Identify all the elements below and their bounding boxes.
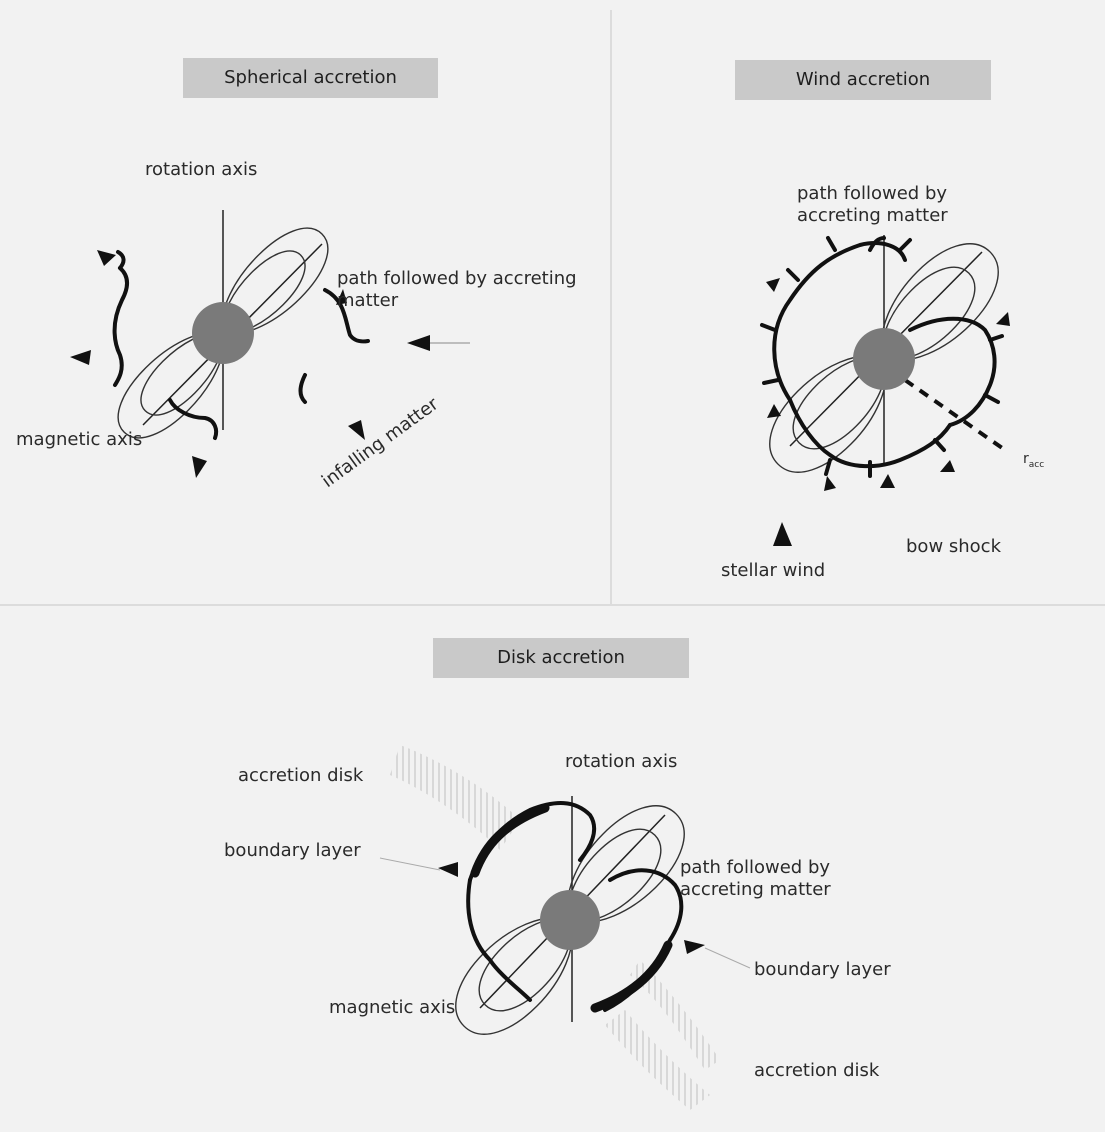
disk-star [540, 890, 600, 950]
disk-boundary-layer-right-label: boundary layer [754, 959, 891, 981]
disk-boundary-pointer-left [380, 858, 440, 870]
disk-boundary-pointer-right [705, 948, 750, 968]
disk-path-label: path followed by accreting matter [680, 857, 850, 901]
disk-arrow-right [684, 940, 705, 954]
disk-boundary-layer-left-label: boundary layer [224, 840, 361, 862]
disk-magnetic-axis-label: magnetic axis [329, 997, 455, 1019]
disk-arrow-left [438, 862, 458, 877]
disk-accretion-disk-top-label: accretion disk [238, 765, 363, 787]
disk-accretion-disk-bottom-label: accretion disk [754, 1060, 879, 1082]
disk-rotation-axis-label: rotation axis [565, 751, 677, 773]
